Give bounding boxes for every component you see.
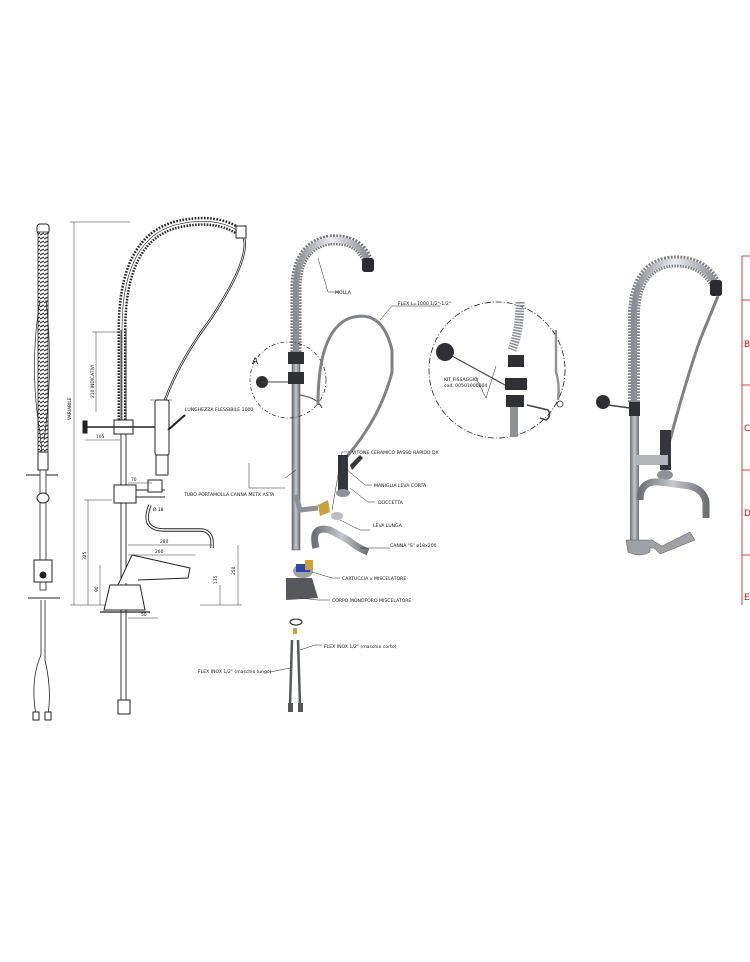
exploded-view: [249, 234, 394, 712]
frame-letter-c: C: [744, 424, 750, 434]
side-view: [26, 223, 60, 721]
label-flex-corto: FLEX INOX 1/2" (maschio corto): [324, 644, 397, 650]
dim-260: 260: [155, 549, 164, 555]
label-kit-1: KIT FISSAGGIO: [444, 377, 478, 383]
label-molla: MOLLA: [335, 290, 352, 296]
label-canna: CANNA "S" ø18x200: [390, 543, 437, 549]
dim-280: 280: [160, 539, 169, 545]
label-vitone: VITONE CERAMICO PASSO RAPIDO DX: [352, 450, 439, 456]
flex-hose: [316, 314, 394, 464]
dim-325: 325: [82, 551, 88, 560]
label-corpo: CORPO MONOFORO MISCELATORE: [332, 598, 411, 604]
dimension-lines: [70, 221, 242, 619]
dim-variabile: VARIABILE: [67, 397, 73, 420]
label-detail-a: A: [252, 357, 259, 367]
label-flex-lungo: FLEX INOX 1/2" (maschio lungo): [198, 669, 272, 675]
label-tubo: TUBO PORTAMOLLA CANNA METX ASTA: [183, 492, 275, 498]
front-view: [82, 216, 247, 715]
label-flex: FLEX L=1000 1/2"-1/2": [398, 301, 451, 307]
dim-135: 135: [213, 575, 219, 584]
dim-250: 250: [231, 566, 237, 575]
label-cartuccia: CARTUCCIA x MISCELATORE: [342, 576, 406, 582]
assembled-view: [596, 255, 722, 556]
detail-a: [428, 301, 566, 439]
dim-90: 90: [94, 586, 100, 592]
dim-210: 210 INDICATIVI: [90, 365, 96, 398]
frame-letter-e: E: [744, 593, 750, 603]
dim-50: 50: [141, 612, 147, 618]
frame-letter-b: B: [744, 340, 750, 350]
label-kit-2: cod. 00501000004: [444, 383, 487, 389]
dim-18: Ø 18: [153, 506, 164, 513]
leader-lines: [248, 257, 440, 673]
label-doccetta: DOCCETTA: [378, 500, 404, 506]
label-leva: LEVA LUNGA: [373, 523, 403, 529]
label-maniglia: MANIGLIA LEVA CORTA: [374, 483, 427, 489]
frame-letter-d: D: [744, 509, 750, 519]
dim-70: 70: [131, 477, 137, 483]
dim-105: 105: [96, 434, 105, 440]
title-frame: [741, 255, 750, 605]
label-lunghezza: LUNGHEZZA FLESSIBILE 1000: [185, 407, 253, 413]
